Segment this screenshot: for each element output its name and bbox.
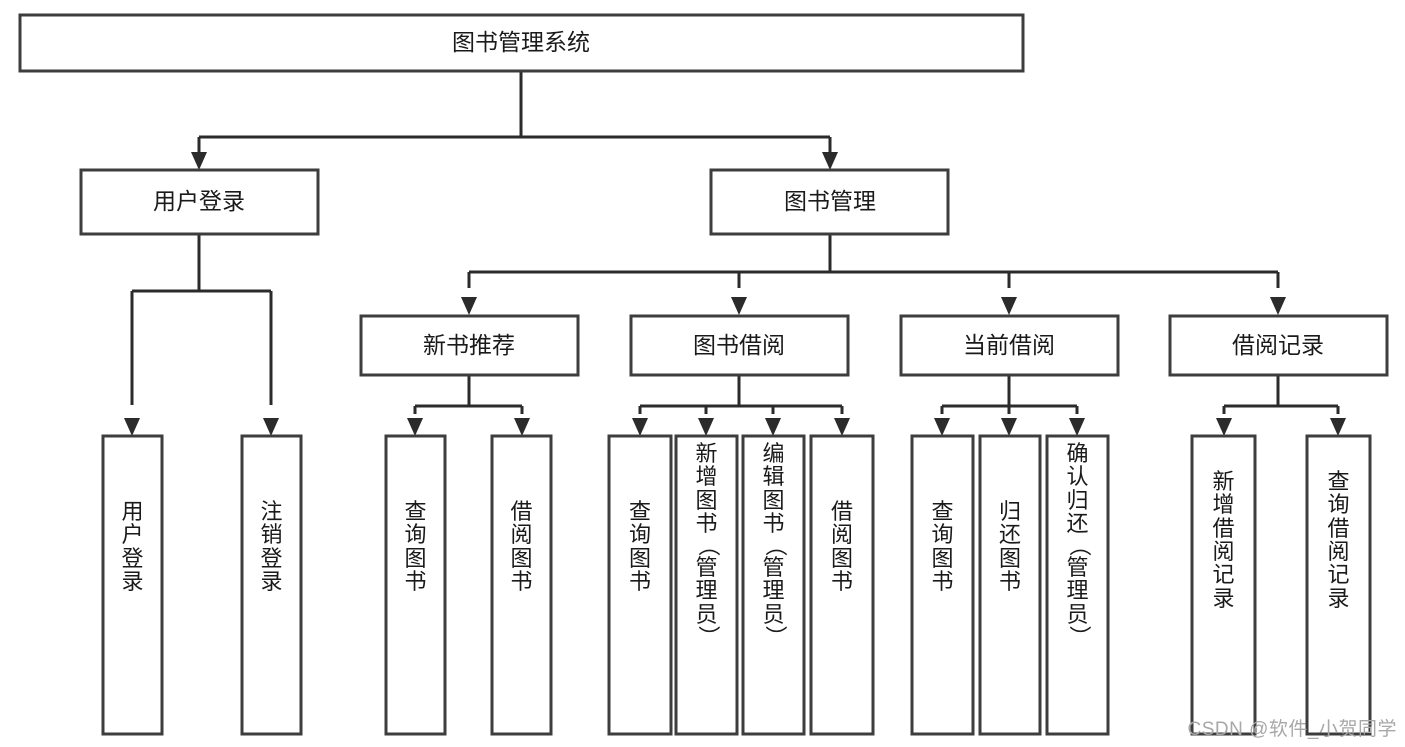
csdn-watermark: CSDN @软件_小贺同学 xyxy=(1187,719,1397,740)
arrow-to-leaf-query-book-2 xyxy=(632,418,648,436)
arrow-to-leaf-add-record xyxy=(1216,418,1232,436)
arrow-to-leaf-add-book xyxy=(698,418,714,436)
node-leaf-confirm-return[interactable] xyxy=(1045,434,1110,736)
arrow-to-current-borrow xyxy=(1001,297,1017,315)
connector-book-manage-bus xyxy=(467,234,1280,288)
node-leaf-borrow-book-1[interactable] xyxy=(490,434,553,736)
node-leaf-user-login[interactable] xyxy=(101,434,164,736)
arrow-to-leaf-borrow-book-2 xyxy=(834,418,850,436)
connector-root-bus xyxy=(197,71,832,153)
node-book-borrow-label: 图书借阅 xyxy=(693,332,785,358)
connector-borrow-record-bus xyxy=(1222,375,1340,414)
arrow-to-leaf-return-book xyxy=(1001,418,1017,436)
node-leaf-query-record[interactable] xyxy=(1305,434,1372,736)
arrow-to-leaf-edit-book xyxy=(765,418,781,436)
node-leaf-return-book[interactable] xyxy=(978,434,1042,736)
node-user-login-label: 用户登录 xyxy=(153,188,245,214)
node-leaf-edit-book[interactable] xyxy=(741,434,806,736)
node-root[interactable] xyxy=(18,13,1025,73)
connector-book-borrow-bus xyxy=(638,375,844,414)
node-borrow-record-label: 借阅记录 xyxy=(1232,332,1324,358)
node-leaf-logout-login[interactable] xyxy=(240,434,303,736)
arrow-to-leaf-borrow-book-1 xyxy=(514,418,530,436)
node-user-login[interactable] xyxy=(79,168,320,236)
node-leaf-add-book[interactable] xyxy=(674,434,739,736)
arrow-to-leaf-query-book-3 xyxy=(934,418,950,436)
node-leaf-query-book-3[interactable] xyxy=(910,434,975,736)
node-book-manage[interactable] xyxy=(709,168,950,236)
node-leaf-add-record[interactable] xyxy=(1190,434,1257,736)
arrow-to-user-login xyxy=(191,152,207,170)
arrow-to-book-manage xyxy=(822,152,838,170)
arrow-to-borrow-record xyxy=(1270,297,1286,315)
arrow-to-leaf-confirm-return xyxy=(1069,418,1085,436)
arrow-to-book-borrow xyxy=(731,297,747,315)
arrow-to-new-book-rec xyxy=(461,297,477,315)
node-leaf-borrow-book-2[interactable] xyxy=(809,434,875,736)
node-layer: 图书管理系统 用户登录 图书管理 新书推荐 图书借阅 当前借阅 借阅记录 xyxy=(18,13,1389,736)
node-book-borrow[interactable] xyxy=(629,314,850,377)
node-current-borrow-label: 当前借阅 xyxy=(963,332,1055,358)
connector-layer xyxy=(124,71,1346,436)
connector-user-login-bus xyxy=(130,234,273,405)
node-leaf-query-book-1[interactable] xyxy=(384,434,447,736)
connector-current-borrow-bus xyxy=(940,375,1079,414)
node-root-label: 图书管理系统 xyxy=(452,29,590,55)
arrow-to-leaf-logout-login xyxy=(263,418,279,436)
node-leaf-query-book-2[interactable] xyxy=(607,434,673,736)
node-new-book-rec[interactable] xyxy=(359,314,580,377)
node-borrow-record[interactable] xyxy=(1168,314,1389,377)
node-book-manage-label: 图书管理 xyxy=(784,188,876,214)
connector-new-book-rec-bus xyxy=(413,375,524,414)
node-current-borrow[interactable] xyxy=(899,314,1120,377)
arrow-to-leaf-user-login xyxy=(124,418,140,436)
node-new-book-rec-label: 新书推荐 xyxy=(423,332,515,358)
arrow-to-leaf-query-record xyxy=(1330,418,1346,436)
arrow-to-leaf-query-book-1 xyxy=(407,418,423,436)
